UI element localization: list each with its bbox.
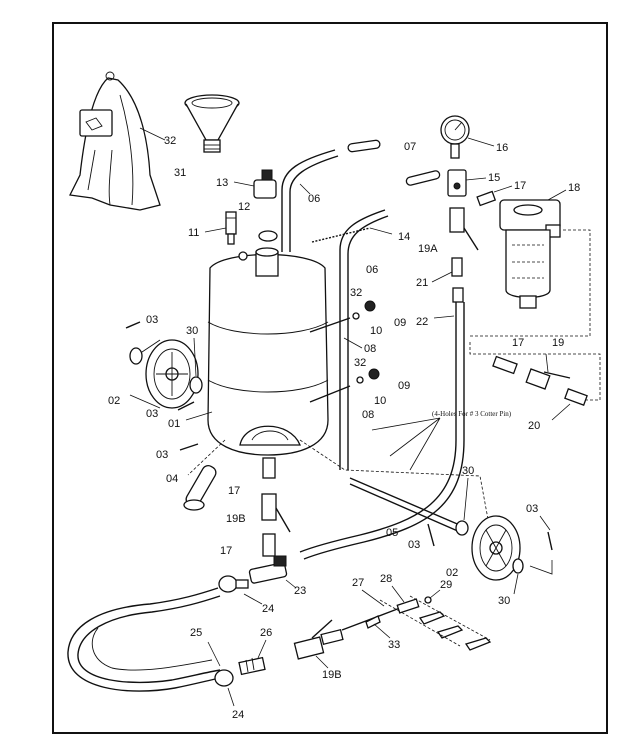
callout-18-separator: 18 (568, 182, 580, 194)
callout-03-pin-e: 03 (526, 503, 538, 515)
callout-06-handle: 06 (308, 193, 320, 205)
callout-32-hood: 32 (164, 135, 176, 147)
bolt-set-upper (309, 300, 376, 333)
blast-hose (67, 587, 221, 692)
diagram-border (52, 22, 608, 734)
callout-19a-valve: 19A (418, 243, 438, 255)
sand-tank (207, 247, 329, 456)
washer-right-outer (512, 558, 524, 574)
cotter-pin-c (179, 443, 199, 451)
blast-hood (69, 71, 161, 211)
hose-clamp-upper (218, 575, 238, 593)
washer-left (189, 376, 203, 394)
nozzle-holder (238, 656, 266, 676)
callout-16-gauge: 16 (496, 142, 508, 154)
callout-30-washer-right: 30 (462, 465, 474, 477)
rubber-gasket (258, 230, 278, 242)
callout-19b-valve-top: 19B (226, 513, 246, 525)
callout-17-nipple-top: 17 (514, 180, 526, 192)
callout-25-hose: 25 (190, 627, 202, 639)
callout-28-tip: 28 (380, 573, 392, 585)
callout-19-valve: 19 (552, 337, 564, 349)
cotter-pin-b (177, 401, 195, 411)
ball-valve-19a (449, 207, 479, 251)
callout-02-wheel-right: 02 (446, 567, 458, 579)
callout-03-pin-c: 03 (156, 449, 168, 461)
callout-09-nut-lower: 09 (398, 380, 410, 392)
callout-17-nipple-right: 17 (512, 337, 524, 349)
callout-10-washer-lower: 10 (374, 395, 386, 407)
separator-valve-assembly (492, 355, 588, 406)
callout-09-nut-upper: 09 (394, 317, 406, 329)
fill-cap (253, 169, 277, 199)
nipple-top (476, 190, 497, 207)
water-separator (499, 199, 561, 309)
callout-17-fitting-b: 17 (220, 545, 232, 557)
cotter-pin-d (427, 523, 435, 547)
wheel-right (471, 515, 521, 581)
callout-08-bolt-lower: 08 (362, 409, 374, 421)
callout-21-fitting: 21 (416, 277, 428, 289)
cotter-pin-note: (4-Holes For # 3 Cotter Pin) (432, 410, 512, 418)
callout-24-clamp-lower: 24 (232, 709, 244, 721)
callout-03-pin-d: 03 (408, 539, 420, 551)
washer-right-inner (455, 520, 469, 536)
handle-left (281, 149, 336, 252)
frame-handle (339, 209, 386, 470)
cotter-pin-a (125, 321, 141, 329)
tank-valve (225, 211, 237, 245)
callout-03-pin-a: 03 (146, 314, 158, 326)
callout-27-tip: 27 (352, 577, 364, 589)
callout-26-holder: 26 (260, 627, 272, 639)
wheel-left (129, 339, 199, 409)
callout-08-bolt-upper: 08 (364, 343, 376, 355)
callout-30-washer-left: 30 (186, 325, 198, 337)
nozzle-tips (396, 596, 492, 651)
callout-33-nozzle: 33 (388, 639, 400, 651)
callout-14-rod: 14 (398, 231, 410, 243)
callout-04-pipe: 04 (166, 473, 178, 485)
callout-02-wheel-left: 02 (108, 395, 120, 407)
axle (349, 477, 463, 527)
callout-10-washer-upper: 10 (370, 325, 382, 337)
bottom-pipe (183, 464, 217, 511)
tee-fitting (447, 169, 467, 197)
hose-clamp-lower (214, 669, 234, 687)
callout-32-bolt-upper: 32 (350, 287, 362, 299)
callout-22-hose: 22 (416, 316, 428, 328)
callout-17-fitting-a: 17 (228, 485, 240, 497)
callout-11-valve: 11 (188, 227, 199, 239)
axle-rod (311, 227, 371, 243)
callout-05-axle: 05 (386, 527, 398, 539)
callout-03-pin-b: 03 (146, 408, 158, 420)
handle-grips (347, 139, 441, 186)
cotter-pin-e (547, 531, 553, 551)
callout-13-fill-cap: 13 (216, 177, 228, 189)
hose-coupling (248, 555, 288, 584)
callout-19b-valve-bottom: 19B (322, 669, 342, 681)
air-hose (299, 302, 457, 553)
funnel (184, 94, 240, 153)
callout-30-washer-outer: 30 (498, 595, 510, 607)
callout-32-bolt-lower: 32 (354, 357, 366, 369)
bolt-set-lower (309, 368, 380, 403)
pressure-gauge (440, 115, 470, 159)
callout-29-tip: 29 (440, 579, 452, 591)
callout-31-funnel: 31 (174, 167, 186, 179)
bottom-fittings (261, 457, 291, 557)
ball-valve-19b (293, 619, 344, 660)
callout-12-gasket: 12 (238, 201, 250, 213)
callout-20-fitting: 20 (528, 420, 540, 432)
hose-fitting-21 (451, 257, 464, 303)
callout-15-tee: 15 (488, 172, 500, 184)
callout-24-clamp-upper: 24 (262, 603, 274, 615)
callout-06-frame: 06 (366, 264, 378, 276)
callout-07-grips: 07 (404, 141, 416, 153)
callout-23-coupling: 23 (294, 585, 306, 597)
callout-01-tank: 01 (168, 418, 180, 430)
